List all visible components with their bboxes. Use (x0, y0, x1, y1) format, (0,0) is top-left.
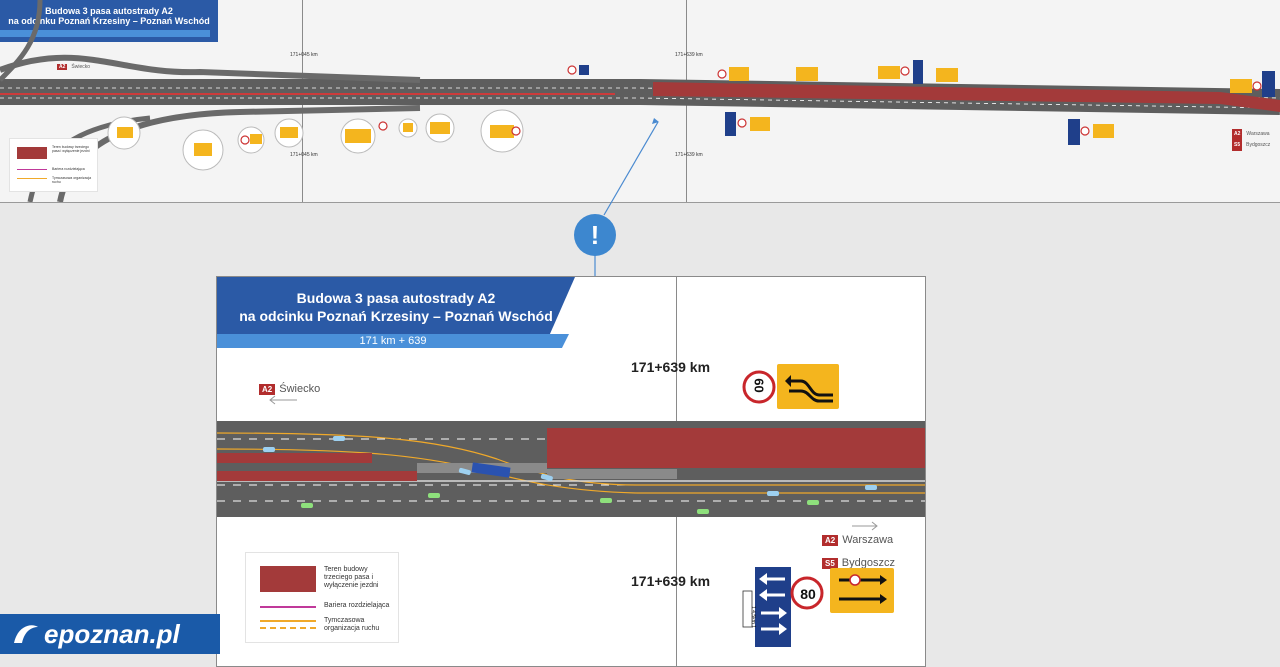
overview-title-line2: na odcinku Poznań Krzesiny – Poznań Wsch… (8, 16, 210, 26)
detail-title: Budowa 3 pasa autostrady A2 na odcinku P… (217, 277, 575, 334)
overview-road-svg (0, 0, 1280, 202)
detail-legend-item3: Tymczasowa organizacja ruchu (324, 617, 380, 633)
km-label-171045-top: 171+045 km (290, 52, 318, 58)
detail-km-bottom: 171+639 km (631, 573, 711, 589)
overview-legend-item1: Teren budowy trzeciego pasa i wyłączenie… (52, 145, 90, 154)
detail-legend-construction-swatch (260, 566, 316, 592)
logo-mark-icon (14, 625, 38, 643)
speed-limit-80-icon (790, 576, 824, 610)
detail-panel: Budowa 3 pasa autostrady A2 na odcinku P… (216, 276, 926, 667)
legend-temp-swatch (17, 178, 47, 179)
detail-left-dest-label: Świecko (279, 383, 321, 395)
overview-signs (107, 60, 1275, 171)
ramp-west (0, 0, 43, 82)
callout-marker[interactable]: ! (574, 214, 616, 256)
speed-limit-60-icon (742, 370, 776, 404)
detail-title-line2: na odcinku Poznań Krzesiny – Poznań Wsch… (239, 308, 553, 324)
legend-construction-swatch (17, 147, 47, 159)
km-label-171639-bottom: 171+639 km (675, 152, 703, 158)
arrow-right-icon (852, 521, 878, 531)
logo-text: epoznan.pl (44, 619, 180, 649)
ramp-north (0, 54, 421, 83)
legend-barrier-swatch (17, 169, 47, 170)
epoznan-logo[interactable]: epoznan.pl (0, 614, 220, 654)
detail-right-dest-2-label: Bydgoszcz (841, 557, 895, 569)
lane-direction-sign-icon (755, 567, 791, 647)
detail-left-badge: A2 (259, 384, 276, 395)
km-label-171045-bottom: 171+045 km (290, 152, 318, 158)
lane-shift-sign-icon (777, 364, 839, 409)
detail-legend-temp-swatch (260, 620, 316, 622)
detail-title-line1: Budowa 3 pasa autostrady A2 (296, 290, 496, 306)
detail-legend: Teren budowy trzeciego pasa i wyłączenie… (245, 552, 399, 643)
detail-right-dest-1-label: Warszawa (842, 534, 894, 546)
detail-bottom-signs (742, 567, 894, 647)
detail-legend-barrier-swatch (260, 606, 316, 608)
construction-zone (653, 82, 1280, 112)
detail-right-badge-2: S5 (822, 558, 838, 569)
km-label-171639-top: 171+639 km (675, 52, 703, 58)
overview-title-underline (0, 30, 210, 37)
detail-subtitle: 171 km + 639 (217, 334, 569, 348)
speed-limit-60-value: 60 (751, 378, 767, 393)
detail-legend-item2: Bariera rozdzielająca (324, 602, 390, 609)
overview-legend: Teren budowy trzeciego pasa i wyłączenie… (9, 138, 98, 192)
detail-construction-zone (547, 428, 925, 468)
detail-right-badge-1: A2 (822, 535, 839, 546)
detail-legend-item1: Teren budowy trzeciego pasa i wyłączenie… (324, 566, 379, 590)
detail-top-signs (742, 364, 839, 409)
distance-plate-value: 1 4,5km 1 (750, 606, 756, 628)
overview-legend-item2: Bariera rozdzielająca (52, 167, 85, 171)
speed-limit-80-value: 80 (800, 586, 816, 602)
detail-road-svg (217, 421, 925, 517)
overview-map: Budowa 3 pasa autostrady A2 na odcinku P… (0, 0, 1280, 203)
distance-plate-icon (742, 590, 753, 628)
overview-legend-item3: Tymczasowa organizacja ruchu (52, 176, 92, 184)
detail-vehicles (263, 436, 877, 514)
arrow-left-icon (269, 395, 297, 405)
lane-closure-sign-icon (830, 568, 894, 613)
overview-title-line1: Budowa 3 pasa autostrady A2 (45, 6, 173, 16)
detail-km-top: 171+639 km (631, 359, 711, 375)
